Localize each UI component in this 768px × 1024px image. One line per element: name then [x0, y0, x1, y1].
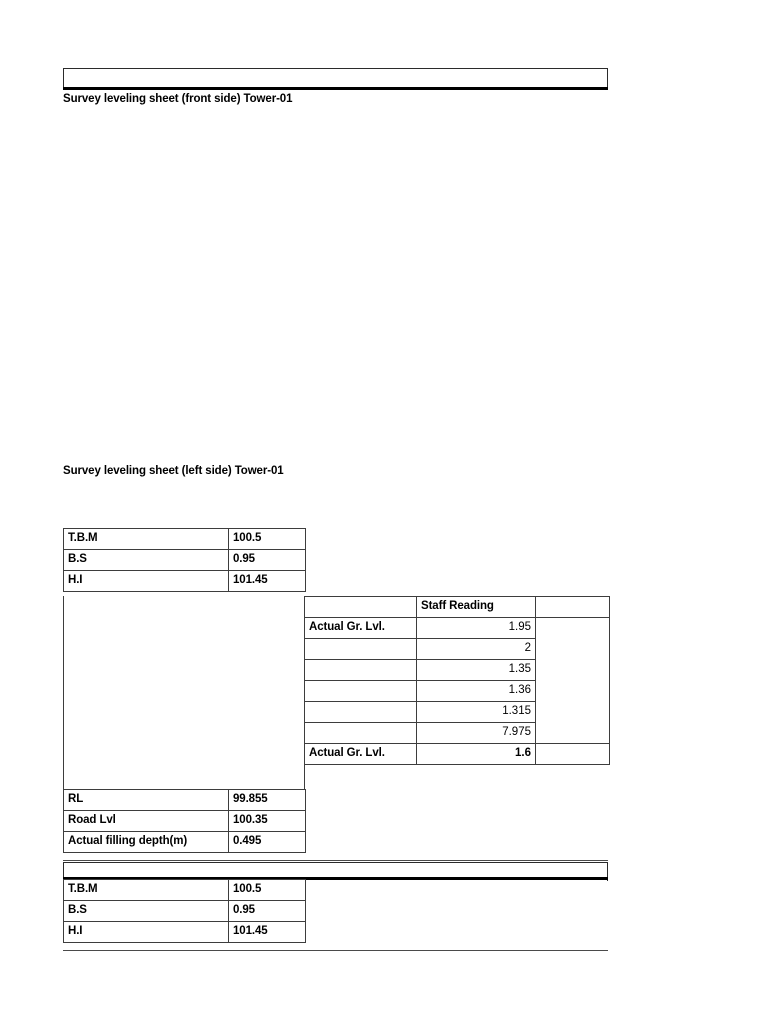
table-row-header: Staff Reading [304, 596, 610, 618]
table-row: 7.975 [304, 722, 610, 744]
setup-label-tbm: T.B.M [63, 528, 229, 550]
setup-value-hi: 101.45 [228, 570, 306, 592]
staff-row-label-4 [304, 701, 417, 723]
top-banner-box [63, 68, 608, 87]
bottom-setup-label-tbm: T.B.M [63, 879, 229, 901]
table-row: B.S 0.95 [63, 549, 306, 571]
bottom-setup-label-hi: H.I [63, 921, 229, 943]
staff-row-value-3: 1.36 [416, 680, 536, 702]
setup-table-left: T.B.M 100.5 B.S 0.95 H.I 101.45 [63, 528, 306, 592]
staff-extra-header-cell [535, 596, 610, 618]
staff-reading-table: Staff Reading Actual Gr. Lvl. 1.95 2 1.3… [304, 596, 610, 765]
setup-label-hi: H.I [63, 570, 229, 592]
staff-row-label-0: Actual Gr. Lvl. [304, 617, 417, 639]
bottom-setup-value-hi: 101.45 [228, 921, 306, 943]
staff-row-value-5: 7.975 [416, 722, 536, 744]
left-spacer-column [63, 596, 305, 790]
table-row: Actual filling depth(m) 0.495 [63, 831, 306, 853]
table-row: RL 99.855 [63, 789, 306, 811]
mid-banner-box [63, 862, 608, 881]
staff-row-label-3 [304, 680, 417, 702]
bottom-setup-label-bs: B.S [63, 900, 229, 922]
setup-table-bottom: T.B.M 100.5 B.S 0.95 H.I 101.45 [63, 879, 306, 943]
staff-row-value-4: 1.315 [416, 701, 536, 723]
staff-row-value-2: 1.35 [416, 659, 536, 681]
result-value-roadlvl: 100.35 [228, 810, 306, 832]
staff-extra-cell [535, 617, 610, 744]
page-title-left-side: Survey leveling sheet (left side) Tower-… [63, 465, 284, 477]
staff-row-label-1 [304, 638, 417, 660]
staff-row-label-5 [304, 722, 417, 744]
top-banner-rule [63, 87, 608, 90]
table-row: 2 [304, 638, 610, 660]
staff-reading-header: Staff Reading [416, 596, 536, 618]
result-label-filling: Actual filling depth(m) [63, 831, 229, 853]
table-row: H.I 101.45 [63, 921, 306, 943]
staff-row-value-1: 2 [416, 638, 536, 660]
table-row: Actual Gr. Lvl. 1.6 [304, 743, 610, 765]
mid-banner-rule [63, 877, 608, 880]
table-row: H.I 101.45 [63, 570, 306, 592]
table-row: T.B.M 100.5 [63, 528, 306, 550]
table-row: 1.36 [304, 680, 610, 702]
staff-row-label-2 [304, 659, 417, 681]
bottom-setup-value-bs: 0.95 [228, 900, 306, 922]
table-row: Road Lvl 100.35 [63, 810, 306, 832]
table-row: Actual Gr. Lvl. 1.95 [304, 617, 610, 744]
page-title-front-side: Survey leveling sheet (front side) Tower… [63, 93, 293, 105]
result-label-rl: RL [63, 789, 229, 811]
table-row: 1.35 [304, 659, 610, 681]
bottom-setup-value-tbm: 100.5 [228, 879, 306, 901]
mid-thin-rule [63, 860, 608, 861]
table-row: B.S 0.95 [63, 900, 306, 922]
result-value-filling: 0.495 [228, 831, 306, 853]
table-row: T.B.M 100.5 [63, 879, 306, 901]
result-label-roadlvl: Road Lvl [63, 810, 229, 832]
staff-row-value-6: 1.6 [416, 743, 536, 765]
setup-label-bs: B.S [63, 549, 229, 571]
result-value-rl: 99.855 [228, 789, 306, 811]
setup-value-bs: 0.95 [228, 549, 306, 571]
bottom-closing-rule [63, 950, 608, 951]
setup-value-tbm: 100.5 [228, 528, 306, 550]
staff-corner-cell [304, 596, 417, 618]
staff-row-value-0: 1.95 [416, 617, 536, 639]
staff-extra-cell-last [535, 743, 610, 765]
result-table-left: RL 99.855 Road Lvl 100.35 Actual filling… [63, 789, 306, 853]
staff-row-label-6: Actual Gr. Lvl. [304, 743, 417, 765]
